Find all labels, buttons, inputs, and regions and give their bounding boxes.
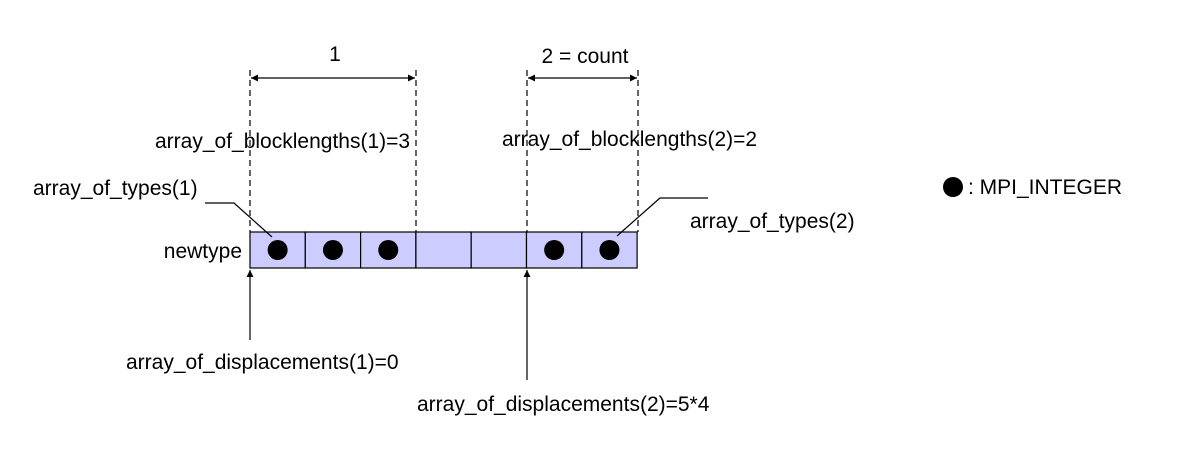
mpi-integer-dot-icon — [599, 240, 620, 260]
blocklengths2-label: array_of_blocklengths(2)=2 — [502, 128, 757, 151]
newtype-cells — [249, 231, 638, 269]
displacements2-label: array_of_displacements(2)=5*4 — [417, 393, 710, 416]
block1-count-label: 1 — [329, 43, 341, 66]
type-cell — [415, 231, 472, 269]
types2-leader — [616, 197, 708, 237]
block2-count-label: 2 = count — [542, 45, 629, 68]
types1-label: array_of_types(1) — [33, 177, 198, 200]
dashed-guides — [249, 70, 639, 232]
mpi-integer-dot-icon — [267, 240, 288, 260]
mpi-integer-dot-icon — [378, 240, 399, 260]
legend-dot-icon — [943, 177, 963, 197]
legend-label: : MPI_INTEGER — [968, 176, 1122, 199]
blocklengths1-label: array_of_blocklengths(1)=3 — [155, 130, 410, 153]
mpi-integer-dot-icon — [322, 240, 343, 260]
newtype-label: newtype — [164, 240, 242, 263]
displacements1-label: array_of_displacements(1)=0 — [126, 351, 399, 374]
types2-label: array_of_types(2) — [690, 210, 855, 233]
mpi-integer-dot-icon — [544, 240, 565, 260]
types1-leader — [205, 202, 273, 238]
type-cell — [470, 231, 528, 269]
